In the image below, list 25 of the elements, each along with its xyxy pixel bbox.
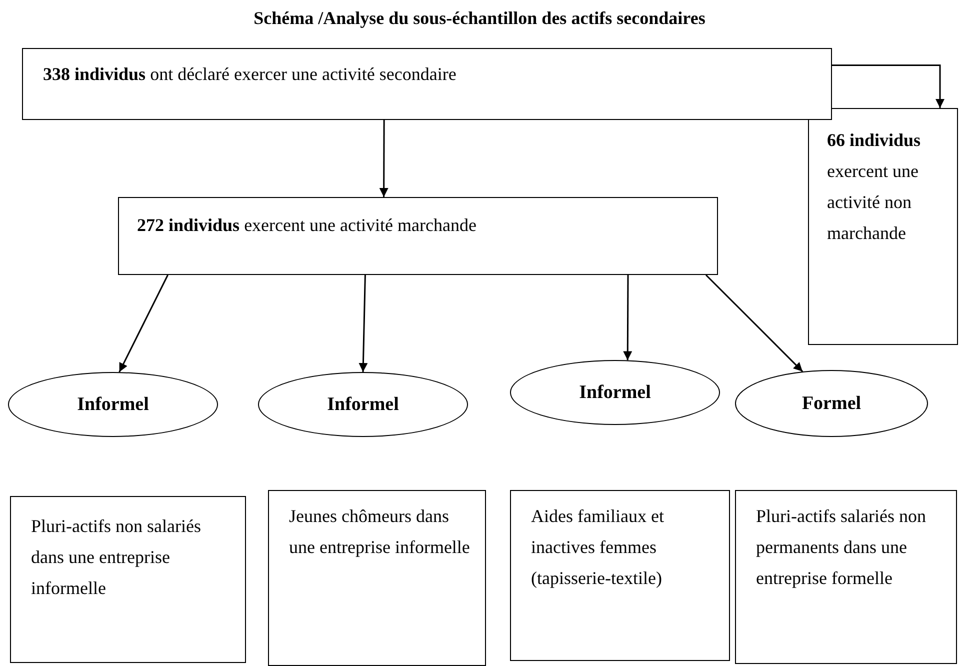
text-box [118, 197, 718, 275]
box-text: 338 individus ont déclaré exercer une activité secondaire [43, 63, 458, 86]
box-text: 272 individus exercent une activité marchande [137, 214, 478, 237]
arrow [832, 64, 944, 108]
text-box [510, 490, 730, 661]
box-text: 66 individus exercent une activité non marchande [827, 129, 922, 245]
text-box [268, 490, 486, 666]
arrow [623, 275, 632, 360]
arrow [358, 274, 368, 372]
category-label: Formel [802, 392, 862, 414]
box-text: Jeunes chômeurs dans une entreprise informelle [289, 505, 471, 559]
text-box [735, 490, 957, 664]
box-text: Aides familiaux et inactives femmes (tapisserie-textile) [531, 505, 665, 590]
text-box [10, 496, 246, 663]
category-label: Informel [77, 394, 149, 416]
arrow [118, 274, 168, 372]
arrow [379, 120, 388, 197]
box-text: Pluri-actifs salariés non permanents dans une entreprise formelle [756, 505, 927, 590]
diagram-title: Schéma /Analyse du sous-échantillon des actifs secondaires [252, 8, 706, 29]
box-text: Pluri-actifs non salariés dans une entreprise informelle [31, 515, 202, 600]
text-box [22, 48, 832, 120]
text-box [808, 108, 958, 345]
category-label: Informel [327, 394, 399, 416]
category-label: Informel [579, 382, 651, 404]
arrow [705, 274, 804, 372]
